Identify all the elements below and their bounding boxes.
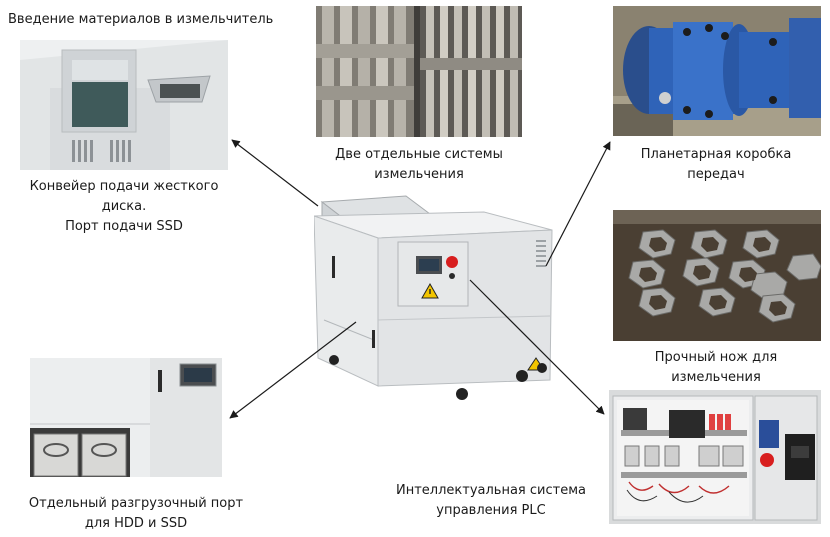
knife-blades-photo xyxy=(613,210,821,341)
plc-cabinet-photo xyxy=(609,390,821,524)
gearbox-line-2: передач xyxy=(687,167,745,182)
feed-conveyor-photo xyxy=(20,40,228,170)
gearbox-photo xyxy=(613,6,821,136)
dual-line-1: Две отдельные системы xyxy=(335,147,503,162)
knife-line-2: измельчения xyxy=(671,370,761,385)
emergency-stop-icon xyxy=(446,256,458,268)
conveyor-caption: Конвейер подачи жесткого диска. Порт под… xyxy=(4,177,244,237)
gearbox-line-1: Планетарная коробка xyxy=(640,147,792,162)
dual-shredding-photo xyxy=(316,6,522,137)
arrow-to-feed-conveyor xyxy=(231,139,319,207)
feed-title-label: Введение материалов в измельчитель xyxy=(8,12,274,27)
dual-shredding-caption: Две отдельные системы измельчения xyxy=(316,145,522,185)
dual-line-2: измельчения xyxy=(374,167,464,182)
discharge-line-1: Отдельный разгрузочный порт xyxy=(28,496,244,511)
plc-line-2: управления PLC xyxy=(436,503,546,518)
conveyor-line-2: диска. xyxy=(101,199,147,214)
conveyor-line-1: Конвейер подачи жесткого xyxy=(29,179,219,194)
arrow-to-discharge-port xyxy=(229,321,357,419)
conveyor-line-3: Порт подачи SSD xyxy=(65,219,183,234)
arrow-to-gearbox xyxy=(545,141,611,267)
plc-line-1: Интеллектуальная система xyxy=(396,483,586,498)
gearbox-caption: Планетарная коробка передач xyxy=(616,145,816,185)
knife-caption: Прочный нож для измельчения xyxy=(616,348,816,388)
discharge-port-photo xyxy=(30,358,222,477)
knife-line-1: Прочный нож для xyxy=(654,350,778,365)
discharge-line-2: для HDD и SSD xyxy=(84,516,188,531)
shredder-machine-photo xyxy=(314,190,554,402)
plc-caption: Интеллектуальная система управления PLC xyxy=(384,481,598,521)
arrow-to-plc-cabinet xyxy=(469,279,605,415)
discharge-caption: Отдельный разгрузочный порт для HDD и SS… xyxy=(6,494,266,534)
